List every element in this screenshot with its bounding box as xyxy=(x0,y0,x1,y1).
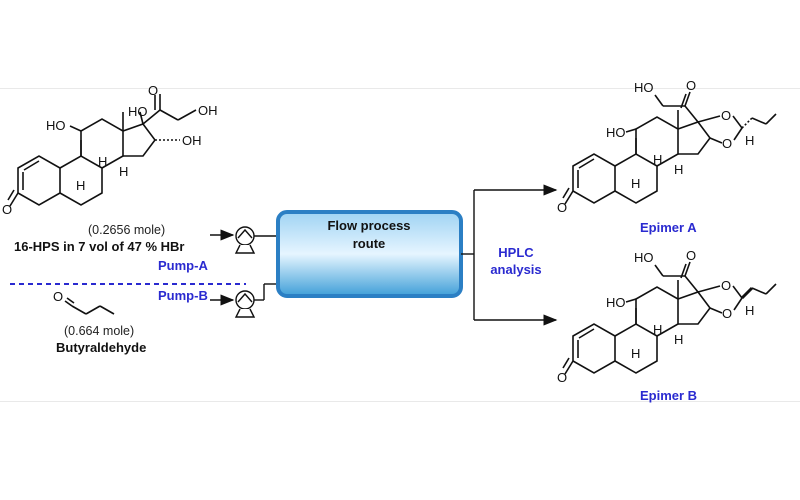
epimer-a-ring-h-2: H xyxy=(653,152,662,167)
epimer-b-structure xyxy=(562,261,777,375)
ring-h-label-2: H xyxy=(98,154,107,169)
starting-material-structure xyxy=(7,94,197,207)
c16-hydroxyl-label: OH xyxy=(182,133,202,148)
reagent-a-amount: (0.2656 mole) xyxy=(88,223,166,237)
epimer-b-label: Epimer B xyxy=(640,388,698,403)
epimer-b-acetal-oxygen-2: O xyxy=(722,306,732,321)
pump-b-label: Pump-B xyxy=(158,288,208,303)
primary-hydroxyl-label: OH xyxy=(198,103,218,118)
c11-hydroxyl-label: HO xyxy=(46,118,66,133)
pump-a-icon xyxy=(210,226,278,254)
epimer-a-structure xyxy=(562,91,777,205)
epimer-b-hydroxyl-ring: HO xyxy=(606,295,626,310)
c17-hydroxyl-label: HO xyxy=(128,104,148,119)
flow-process-line-2: route xyxy=(352,236,386,251)
reagent-a-description: 16-HPS in 7 vol of 47 % HBr xyxy=(14,239,185,254)
epimer-a-ring-h-1: H xyxy=(631,176,640,191)
epimer-b-enone-oxygen: O xyxy=(557,370,567,385)
epimer-a-acetal-h: H xyxy=(745,133,754,148)
pump-b-icon xyxy=(210,283,280,318)
epimer-a-ketone-oxygen: O xyxy=(686,78,696,93)
epimer-b-acetal-h: H xyxy=(745,303,754,318)
epimer-a-hydroxyl-top: HO xyxy=(634,80,654,95)
flow-process-label: Flow process route xyxy=(274,217,464,253)
reagent-b-name: Butyraldehyde xyxy=(56,340,147,355)
epimer-b-ring-h-1: H xyxy=(631,346,640,361)
epimer-b-hydroxyl-top: HO xyxy=(634,250,654,265)
ring-h-label-3: H xyxy=(119,164,128,179)
butyraldehyde-structure xyxy=(64,297,115,315)
epimer-a-enone-oxygen: O xyxy=(557,200,567,215)
hplc-line-1: HPLC xyxy=(498,245,534,260)
epimer-a-acetal-oxygen-2: O xyxy=(722,136,732,151)
epimer-b-ring-h-3: H xyxy=(674,332,683,347)
epimer-a-hydroxyl-ring: HO xyxy=(606,125,626,140)
reagent-b-amount: (0.664 mole) xyxy=(64,324,135,338)
epimer-a-acetal-oxygen-1: O xyxy=(721,108,731,123)
epimer-b-ring-h-2: H xyxy=(653,322,662,337)
aldehyde-oxygen-label: O xyxy=(53,289,63,304)
epimer-b-ketone-oxygen: O xyxy=(686,248,696,263)
epimer-b-acetal-oxygen-1: O xyxy=(721,278,731,293)
hplc-line-2: analysis xyxy=(490,262,542,277)
epimer-a-ring-h-3: H xyxy=(674,162,683,177)
enone-oxygen-label: O xyxy=(2,202,12,217)
output-arrows xyxy=(461,184,558,326)
epimer-a-label: Epimer A xyxy=(640,220,697,235)
ketone-oxygen-label: O xyxy=(148,83,158,98)
pump-a-label: Pump-A xyxy=(158,258,208,273)
diagram-frame xyxy=(0,88,800,402)
flow-process-line-1: Flow process xyxy=(327,218,411,233)
ring-h-label-1: H xyxy=(76,178,85,193)
hplc-analysis-label: HPLC analysis xyxy=(476,244,556,278)
